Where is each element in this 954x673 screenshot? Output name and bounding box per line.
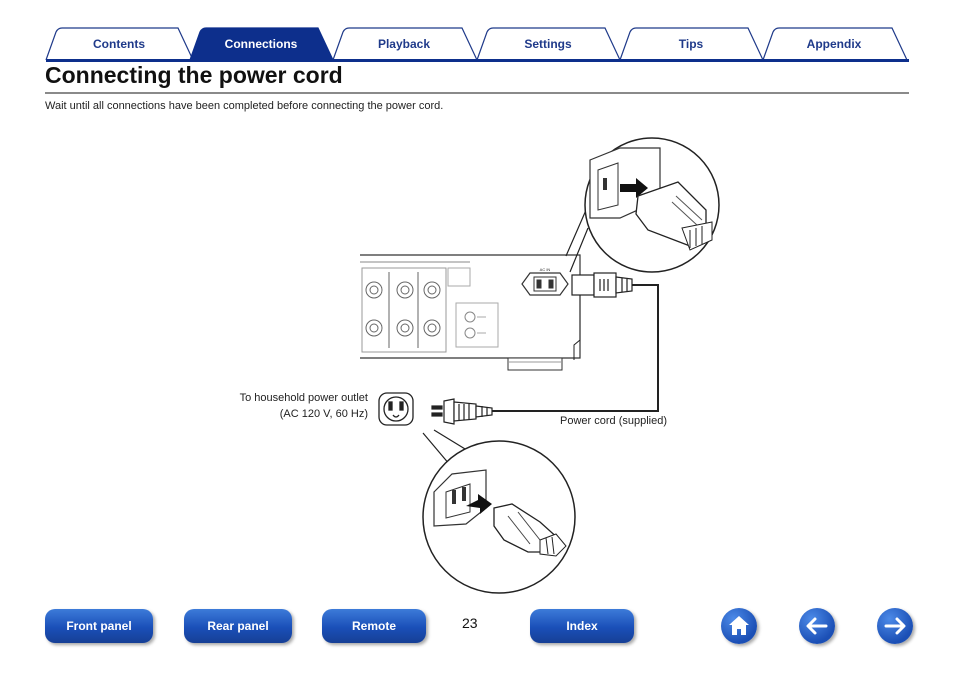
home-icon [729,616,749,635]
home-button[interactable] [721,608,757,644]
remote-button[interactable]: Remote [322,609,426,643]
back-button[interactable] [799,608,835,644]
arrow-left-icon [806,617,828,635]
cord-label: Power cord (supplied) [560,415,667,427]
outlet-zoom-callout [422,429,576,594]
page-number: 23 [462,615,478,631]
ac-cord-plug [502,272,659,412]
tab-settings[interactable]: Settings [524,37,572,51]
arrow-right-icon [884,617,906,635]
rear-panel-button[interactable]: Rear panel [184,609,292,643]
svg-text:AC IN: AC IN [540,267,551,272]
tab-tips[interactable]: Tips [678,37,704,51]
forward-button[interactable] [877,608,913,644]
index-button[interactable]: Index [530,609,634,643]
page-title: Connecting the power cord [45,62,343,88]
title-divider [45,92,909,94]
inlet-zoom-callout [565,137,720,273]
tab-bar: Contents Connections Playback Settings T… [0,0,954,62]
tab-connections[interactable]: Connections [224,37,298,51]
rear-panel-illustration: AC IN [360,254,581,371]
front-panel-button[interactable]: Front panel [45,609,153,643]
tab-shapes [45,27,909,62]
tab-appendix[interactable]: Appendix [806,37,862,51]
wall-outlet-icon [378,392,414,426]
intro-text: Wait until all connections have been com… [45,100,444,112]
tab-contents[interactable]: Contents [93,37,145,51]
household-plug [431,398,502,425]
outlet-label-line1: To household power outlet [239,392,368,404]
outlet-label-line2: (AC 120 V, 60 Hz) [279,408,368,420]
tab-playback[interactable]: Playback [377,37,431,51]
